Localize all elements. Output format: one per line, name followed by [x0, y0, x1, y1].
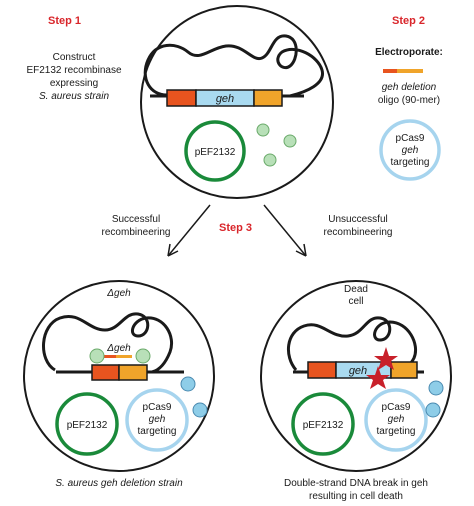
fail-pcas9-plasmid [364, 388, 428, 452]
top-cell-membrane [140, 5, 334, 199]
top-left-flank [166, 89, 197, 107]
recombinase-protein [135, 348, 151, 364]
dsb-star [366, 366, 390, 389]
cas9-protein [425, 402, 441, 418]
oligo-line2: oligo (90-mer) [378, 95, 440, 106]
fail-right-flank [390, 361, 418, 379]
oligo-line1: geh deletion [382, 82, 437, 93]
success-line2: recombineering [102, 227, 171, 238]
step1-line2: EF2132 recombinase [26, 65, 121, 76]
pcas9-targeting-step2: targeting [391, 157, 430, 168]
recombinase-protein [283, 134, 297, 148]
electroporate-title: Electroporate: [375, 47, 443, 58]
top-pef2132-plasmid [184, 120, 246, 182]
pcas9-plasmid-step2 [379, 119, 441, 181]
fail-pcas9-geh: geh [388, 414, 405, 425]
step3-label: Step 3 [219, 222, 252, 234]
success-pcas9-plasmid [125, 388, 189, 452]
success-line1: Successful [112, 214, 160, 225]
fail-chromosome [287, 316, 417, 374]
pcas9-geh-step2: geh [402, 145, 419, 156]
success-cell: Δgeh Δgeh pEF2132 pCas9 geh targeting [23, 280, 215, 472]
dead-cell-line2: cell [348, 296, 363, 307]
cas9-protein [192, 402, 208, 418]
oligo-bound-left [104, 355, 116, 358]
success-right-flank [118, 364, 148, 381]
success-cell-membrane [23, 280, 215, 472]
success-delta-geh-label: Δgeh [106, 343, 131, 354]
delta-geh-title: Δgeh [106, 288, 131, 299]
success-pcas9-geh: geh [149, 414, 166, 425]
oligo-bound-right [116, 355, 132, 358]
success-pcas9-label: pCas9 [143, 402, 172, 413]
top-right-flank [253, 89, 283, 107]
success-chromosome [42, 312, 173, 374]
step1-line1: Construct [53, 52, 96, 63]
step2-description: Electroporate: geh deletion oligo (90-me… [375, 47, 443, 181]
top-recombinase-proteins [256, 123, 297, 167]
step1-line4: S. aureus strain [39, 91, 109, 102]
top-pef2132-label: pEF2132 [195, 147, 236, 158]
top-cell: geh pEF2132 [140, 5, 334, 199]
top-geh-label: geh [216, 93, 234, 105]
step1-label: Step 1 [48, 15, 81, 27]
cas9-protein [180, 376, 196, 392]
success-pef2132-plasmid [55, 392, 119, 456]
step1-description: Construct EF2132 recombinase expressing … [26, 52, 121, 102]
fail-geh-label: geh [349, 365, 367, 377]
oligo-left-arm [383, 69, 397, 73]
step2-label: Step 2 [392, 15, 425, 27]
fail-cell: Dead cell geh pEF2132 pCas9 geh targetin… [260, 280, 452, 472]
success-pef2132-label: pEF2132 [67, 420, 108, 431]
dead-cell-line1: Dead [344, 284, 368, 295]
fail-caption-line2: resulting in cell death [309, 491, 403, 502]
step1-line3: expressing [50, 78, 98, 89]
fail-arrow-line [263, 204, 307, 257]
fail-pef2132-label: pEF2132 [303, 420, 344, 431]
cas9-protein [428, 380, 444, 396]
fail-line2: recombineering [324, 227, 393, 238]
dsb-star [374, 347, 398, 370]
fail-pcas9-targeting: targeting [377, 426, 416, 437]
fail-caption-line1: Double-strand DNA break in geh [284, 478, 428, 489]
top-chromosome [143, 34, 324, 98]
recombinase-protein [263, 153, 277, 167]
pcas9-label-step2: pCas9 [396, 133, 425, 144]
recombinase-protein [256, 123, 270, 137]
recombinase-protein [89, 348, 105, 364]
fail-pcas9-label: pCas9 [382, 402, 411, 413]
success-arrow-head [167, 243, 179, 257]
success-caption: S. aureus geh deletion strain [55, 478, 183, 489]
fail-arrow-head [295, 243, 307, 257]
success-arrow-line [167, 204, 211, 257]
fail-left-flank [307, 361, 337, 379]
success-pcas9-targeting: targeting [138, 426, 177, 437]
fail-pef2132-plasmid [291, 392, 355, 456]
oligo-right-arm [397, 69, 423, 73]
fail-cell-membrane [260, 280, 452, 472]
success-left-flank [91, 364, 120, 381]
fail-line1: Unsuccessful [328, 214, 387, 225]
